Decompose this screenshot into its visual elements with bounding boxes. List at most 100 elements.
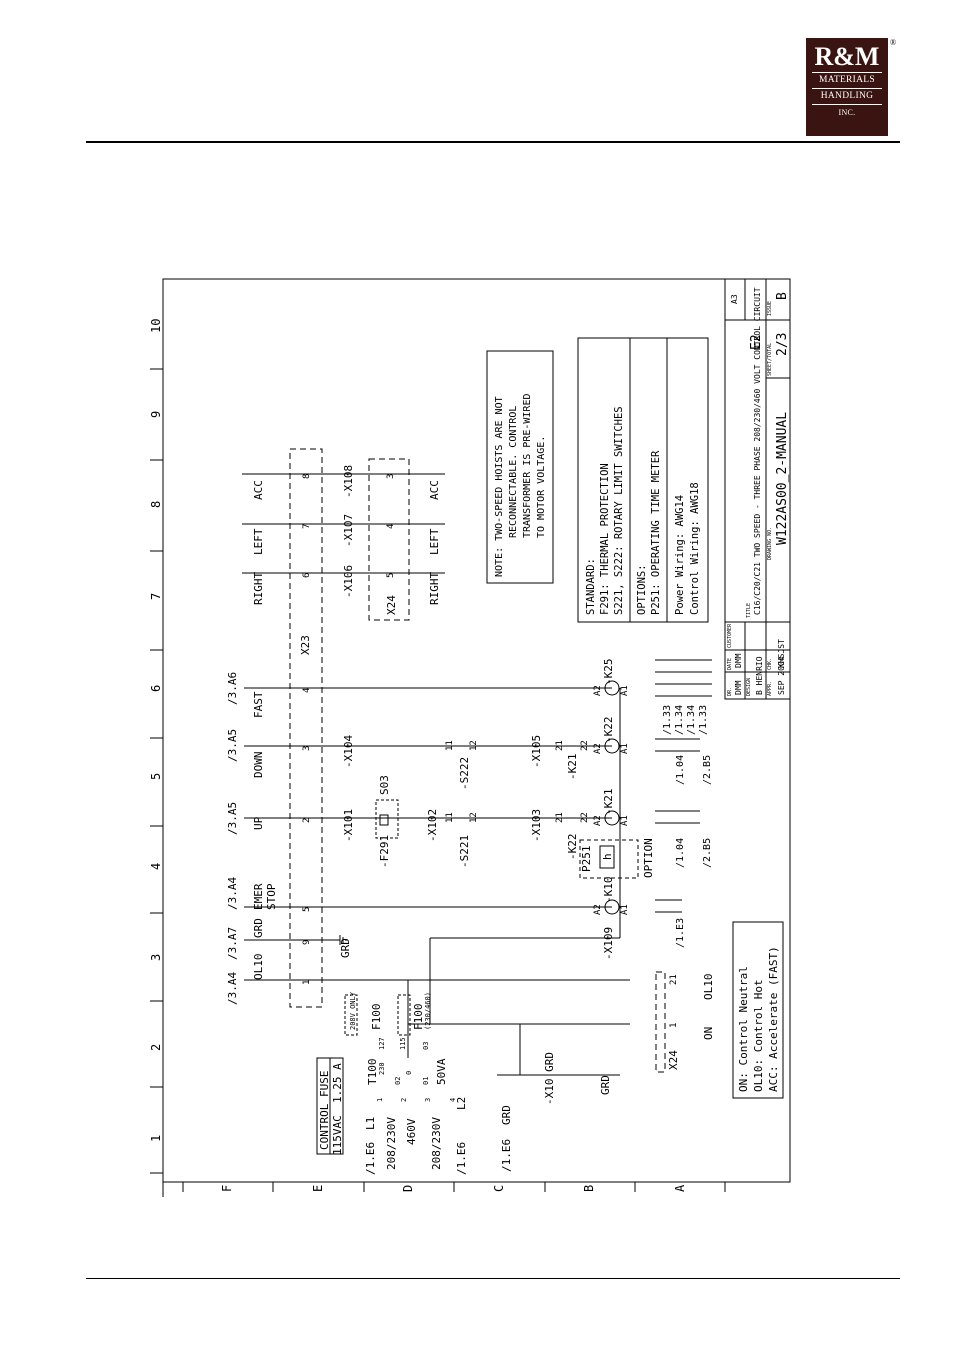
acc-label-2: ACC: [428, 480, 441, 500]
stop-label: STOP: [265, 883, 278, 910]
k22-a1: A1: [620, 743, 630, 754]
f291-label: -F291: [378, 835, 391, 868]
x24-label-top: X24: [385, 595, 398, 615]
tap-4: 4: [449, 1098, 457, 1102]
title-field-label: TITLE: [746, 603, 752, 618]
s221-11: 11: [445, 812, 455, 823]
l2-label: L2: [455, 1097, 468, 1110]
logo-line-materials: MATERIALS: [812, 72, 882, 86]
k25-ref-3: /1.34: [686, 705, 697, 735]
logo-line-inc: INC.: [812, 104, 882, 118]
row-e: E: [311, 1185, 325, 1192]
options-line: P251: OPERATING TIME METER: [650, 450, 662, 615]
col-7: 7: [149, 593, 163, 600]
col-4: 4: [149, 863, 163, 870]
k21-ref-2: /2.B5: [702, 838, 713, 868]
k21-coil-label: -K21: [602, 789, 615, 816]
x23-label: X23: [299, 635, 312, 655]
s221-label: -S221: [458, 835, 471, 868]
k10-ref-1: /1.E3: [675, 918, 686, 948]
coil-k25: [604, 680, 620, 696]
k21-ref-1: /1.04: [675, 838, 686, 868]
pin-2: 2: [302, 818, 312, 823]
ref-emer: /3.A4: [226, 877, 239, 910]
design-value: B HENRIO: [755, 656, 764, 695]
right-label-2: RIGHT: [428, 572, 441, 605]
tap-230: 230: [378, 1062, 386, 1075]
option-label: OPTION: [642, 838, 655, 878]
x10-grd-label: -X10 GRD: [543, 1052, 556, 1105]
voltage-208b: 208/230V: [430, 1117, 443, 1170]
grd2-label: GRD: [599, 1075, 612, 1095]
k21-a1: A1: [620, 815, 630, 826]
k10-a1: A1: [620, 904, 630, 915]
s222-11: 11: [445, 740, 455, 751]
fuse-voltage: 115VAC: [331, 1115, 344, 1155]
x24-pin-21: 21: [669, 974, 679, 985]
x107-label: -X107: [342, 514, 355, 547]
ol10-bottom-label: OL10: [702, 974, 715, 1001]
customer-field-label: CUSTOMER: [727, 623, 733, 648]
col-10: 10: [149, 319, 163, 333]
company-logo: R&M MATERIALS HANDLING INC.: [806, 38, 888, 136]
pin-1: 1: [302, 980, 312, 985]
row-f: F: [220, 1185, 234, 1192]
fuse-current: 1.25 A: [331, 1063, 344, 1103]
x103-label: -X103: [530, 809, 543, 842]
tap-01: 01: [422, 1077, 430, 1085]
standard-line-1: F291: THERMAL PROTECTION: [599, 463, 611, 615]
pin-3: 3: [302, 746, 312, 751]
row-d: D: [401, 1185, 415, 1192]
right-label: RIGHT: [252, 572, 265, 605]
drawn-value: DMM: [734, 680, 743, 695]
x106-label: -X106: [342, 565, 355, 598]
standard-box: [577, 337, 709, 623]
v230460-label: (230/460): [424, 992, 432, 1030]
s03-label: S03: [378, 775, 391, 795]
x102-label: -X102: [426, 809, 439, 842]
l1-label: L1: [364, 1117, 377, 1130]
row-c: C: [492, 1185, 506, 1192]
only-208-label: 208V ONLY: [349, 991, 357, 1030]
legend-ol10: OL10: Control Hot: [752, 979, 765, 1092]
title-text: C16/C20/C21 TWO SPEED - THREE PHASE 208/…: [753, 287, 762, 615]
title-block: [724, 278, 791, 700]
on-label: ON: [702, 1027, 715, 1040]
x24-pin-1: 1: [669, 1023, 679, 1028]
checked-value: KHSJST: [777, 639, 786, 668]
k22-21: 21: [555, 812, 565, 823]
left-label-2: LEFT: [428, 528, 441, 555]
row-a: A: [673, 1184, 687, 1192]
col-8: 8: [149, 501, 163, 508]
drawing-no-field-label: DRAWING NO.: [767, 527, 773, 560]
s221-12: 12: [469, 812, 479, 823]
k22-contact-label: -K22: [566, 834, 579, 861]
k21-contact-label: -K21: [566, 754, 579, 781]
sheet-value: 2/3: [775, 333, 790, 356]
va50-label: 50VA: [435, 1058, 448, 1085]
coil-k22: [604, 738, 620, 754]
k25-a1: A1: [620, 685, 630, 696]
k25-coil-label: -K25: [602, 659, 615, 686]
k22-22: 22: [580, 812, 590, 823]
ref-down: /3.A5: [226, 729, 239, 762]
grd-label: GRD: [500, 1105, 513, 1125]
x24-pin-5: 5: [386, 573, 396, 578]
x24-connector-bottom: [655, 971, 666, 1073]
design-field-label: DESIGN: [746, 678, 752, 696]
tap-2: 2: [400, 1098, 408, 1102]
legend-box: [732, 921, 784, 1099]
k21-22: 22: [580, 740, 590, 751]
checked-field-label: CHK.: [767, 658, 773, 670]
header-rule: [86, 141, 900, 143]
x23-connector: [289, 448, 323, 1008]
note-line-4: TO MOTOR VOLTAGE.: [536, 436, 547, 538]
note-line-3: TRANSFORMER IS PRE-WIRED: [522, 394, 533, 539]
h-label: h: [601, 853, 614, 860]
voltage-460: 460V: [405, 1118, 418, 1145]
standard-line-2: S221, S222: ROTARY LIMIT SWITCHES: [613, 406, 625, 615]
appr-field-label: APPR.: [767, 681, 773, 696]
k22-ref-1: /1.04: [675, 755, 686, 785]
legend-on: ON: Control Neutral: [737, 966, 750, 1092]
